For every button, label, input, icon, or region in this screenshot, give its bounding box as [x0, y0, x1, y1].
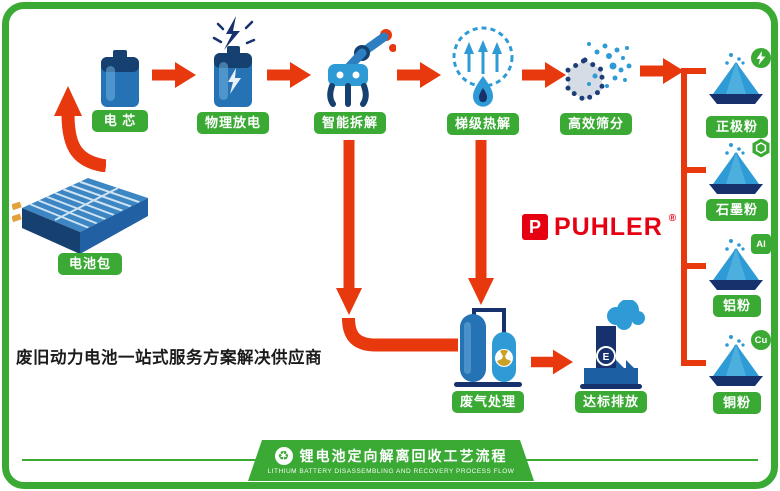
label-discharge: 物理放电	[197, 112, 269, 134]
output-cathode	[705, 48, 771, 113]
banner-title: 锂电池定向解离回收工艺流程	[299, 448, 508, 464]
flow-arrow-1	[152, 62, 196, 88]
screening-icon	[565, 42, 632, 103]
flow-arrow-5	[640, 58, 684, 84]
puhler-logo-text: PUHLER	[554, 213, 663, 241]
svg-text:E: E	[603, 352, 610, 363]
flow-arrow-6	[531, 349, 573, 375]
banner-subtitle: LITHIUM BATTERY DISASSEMBLING AND RECOVE…	[267, 468, 515, 475]
factory-chimney-icon: E	[580, 300, 645, 389]
label-cathode-powder: 正极粉	[706, 116, 768, 138]
output-copper: Cu	[705, 330, 771, 395]
pyrolysis-icon	[452, 26, 514, 107]
aluminum-badge: Al	[751, 234, 771, 254]
label-screening: 高效筛分	[560, 113, 632, 135]
battery-lightning-icon	[212, 16, 256, 107]
robot-gripper-icon	[327, 29, 396, 107]
lightning-badge-icon	[751, 48, 771, 68]
label-pyrolysis: 梯级热解	[447, 113, 519, 135]
puhler-logo: P PUHLER ®	[522, 214, 676, 240]
battery-cell-icon	[101, 50, 139, 107]
label-emission: 达标排放	[575, 391, 647, 413]
elbow-connector	[342, 318, 458, 352]
label-battery-pack: 电池包	[58, 253, 122, 275]
hexagon-badge-icon	[751, 138, 771, 158]
powder-pile-icon	[709, 335, 763, 386]
flow-arrow-4	[522, 62, 566, 88]
down-arrow-pyrolysis	[468, 140, 494, 305]
output-graphite	[705, 138, 771, 203]
label-graphite-powder: 石墨粉	[706, 199, 768, 221]
down-arrow-disassembly	[336, 140, 362, 315]
recycle-icon: ♻	[274, 447, 293, 465]
bottom-banner: ♻ 锂电池定向解离回收工艺流程 LITHIUM BATTERY DISASSEM…	[248, 440, 534, 481]
gas-tanks-icon	[454, 308, 522, 387]
puhler-logo-mark-icon: P	[522, 214, 548, 240]
output-bracket	[681, 68, 706, 366]
powder-pile-icon	[709, 143, 763, 194]
battery-pack-icon	[12, 178, 148, 254]
label-cell: 电 芯	[92, 110, 148, 132]
flow-arrow-3	[397, 62, 441, 88]
label-copper-powder: 铜粉	[713, 392, 761, 414]
powder-pile-icon	[709, 53, 763, 104]
label-aluminum-powder: 铝粉	[713, 295, 761, 317]
copper-badge: Cu	[751, 330, 771, 350]
registered-trademark: ®	[668, 213, 677, 224]
powder-pile-icon	[709, 239, 763, 290]
label-gas-treatment: 废气处理	[452, 391, 524, 413]
curved-up-arrow	[54, 86, 106, 172]
company-tagline: 废旧动力电池一站式服务方案解决供应商	[16, 349, 322, 367]
label-disassembly: 智能拆解	[314, 112, 386, 134]
flow-arrow-2	[267, 62, 311, 88]
output-aluminum: Al	[705, 234, 771, 299]
